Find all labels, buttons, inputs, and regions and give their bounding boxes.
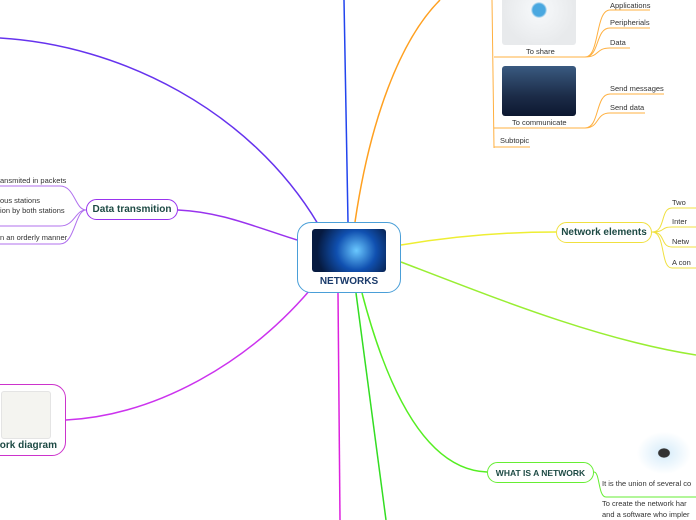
to-communicate-caption[interactable]: To communicate bbox=[512, 118, 567, 127]
network-diagram-node[interactable]: work diagram bbox=[0, 384, 66, 456]
list-item[interactable]: ion by both stations bbox=[0, 206, 65, 215]
list-item[interactable]: Send messages bbox=[610, 84, 664, 93]
list-item[interactable]: Peripherials bbox=[610, 18, 650, 27]
node-label: Data transmition bbox=[92, 204, 172, 215]
central-label: NETWORKS bbox=[319, 276, 379, 287]
list-item[interactable]: Applications bbox=[610, 1, 651, 10]
list-item[interactable]: Inter bbox=[672, 217, 688, 226]
list-item[interactable]: ous stations bbox=[0, 196, 41, 205]
list-item[interactable]: Two bbox=[672, 198, 686, 207]
network-elements-node[interactable]: Network elements bbox=[556, 222, 652, 243]
list-item[interactable]: ansmited in packets bbox=[0, 176, 67, 185]
list-item[interactable]: Send data bbox=[610, 103, 645, 112]
node-label: WHAT IS A NETWORK bbox=[495, 467, 586, 478]
what-is-a-network-node[interactable]: WHAT IS A NETWORK bbox=[487, 462, 594, 483]
list-item[interactable]: Data bbox=[610, 38, 626, 47]
to-communicate-image bbox=[502, 66, 576, 116]
globe-network-image bbox=[312, 229, 386, 272]
node-label: work diagram bbox=[0, 440, 57, 451]
to-share-image bbox=[502, 0, 576, 45]
network-diagram-image bbox=[1, 391, 51, 439]
node-label: Network elements bbox=[561, 227, 647, 238]
server-cloud-image bbox=[632, 428, 696, 478]
list-item[interactable]: and a software who impler bbox=[602, 510, 690, 519]
list-item[interactable]: It is the union of several co bbox=[602, 479, 692, 488]
to-share-caption[interactable]: To share bbox=[526, 47, 555, 56]
list-item[interactable]: Netw bbox=[672, 237, 690, 246]
data-transmition-node[interactable]: Data transmition bbox=[86, 199, 178, 220]
list-item[interactable]: A con bbox=[672, 258, 691, 267]
list-item[interactable]: n an orderly manner bbox=[0, 233, 68, 242]
subtopic[interactable]: Subtopic bbox=[500, 136, 530, 145]
central-node[interactable]: NETWORKS bbox=[297, 222, 401, 293]
list-item[interactable]: To create the network har bbox=[602, 499, 687, 508]
